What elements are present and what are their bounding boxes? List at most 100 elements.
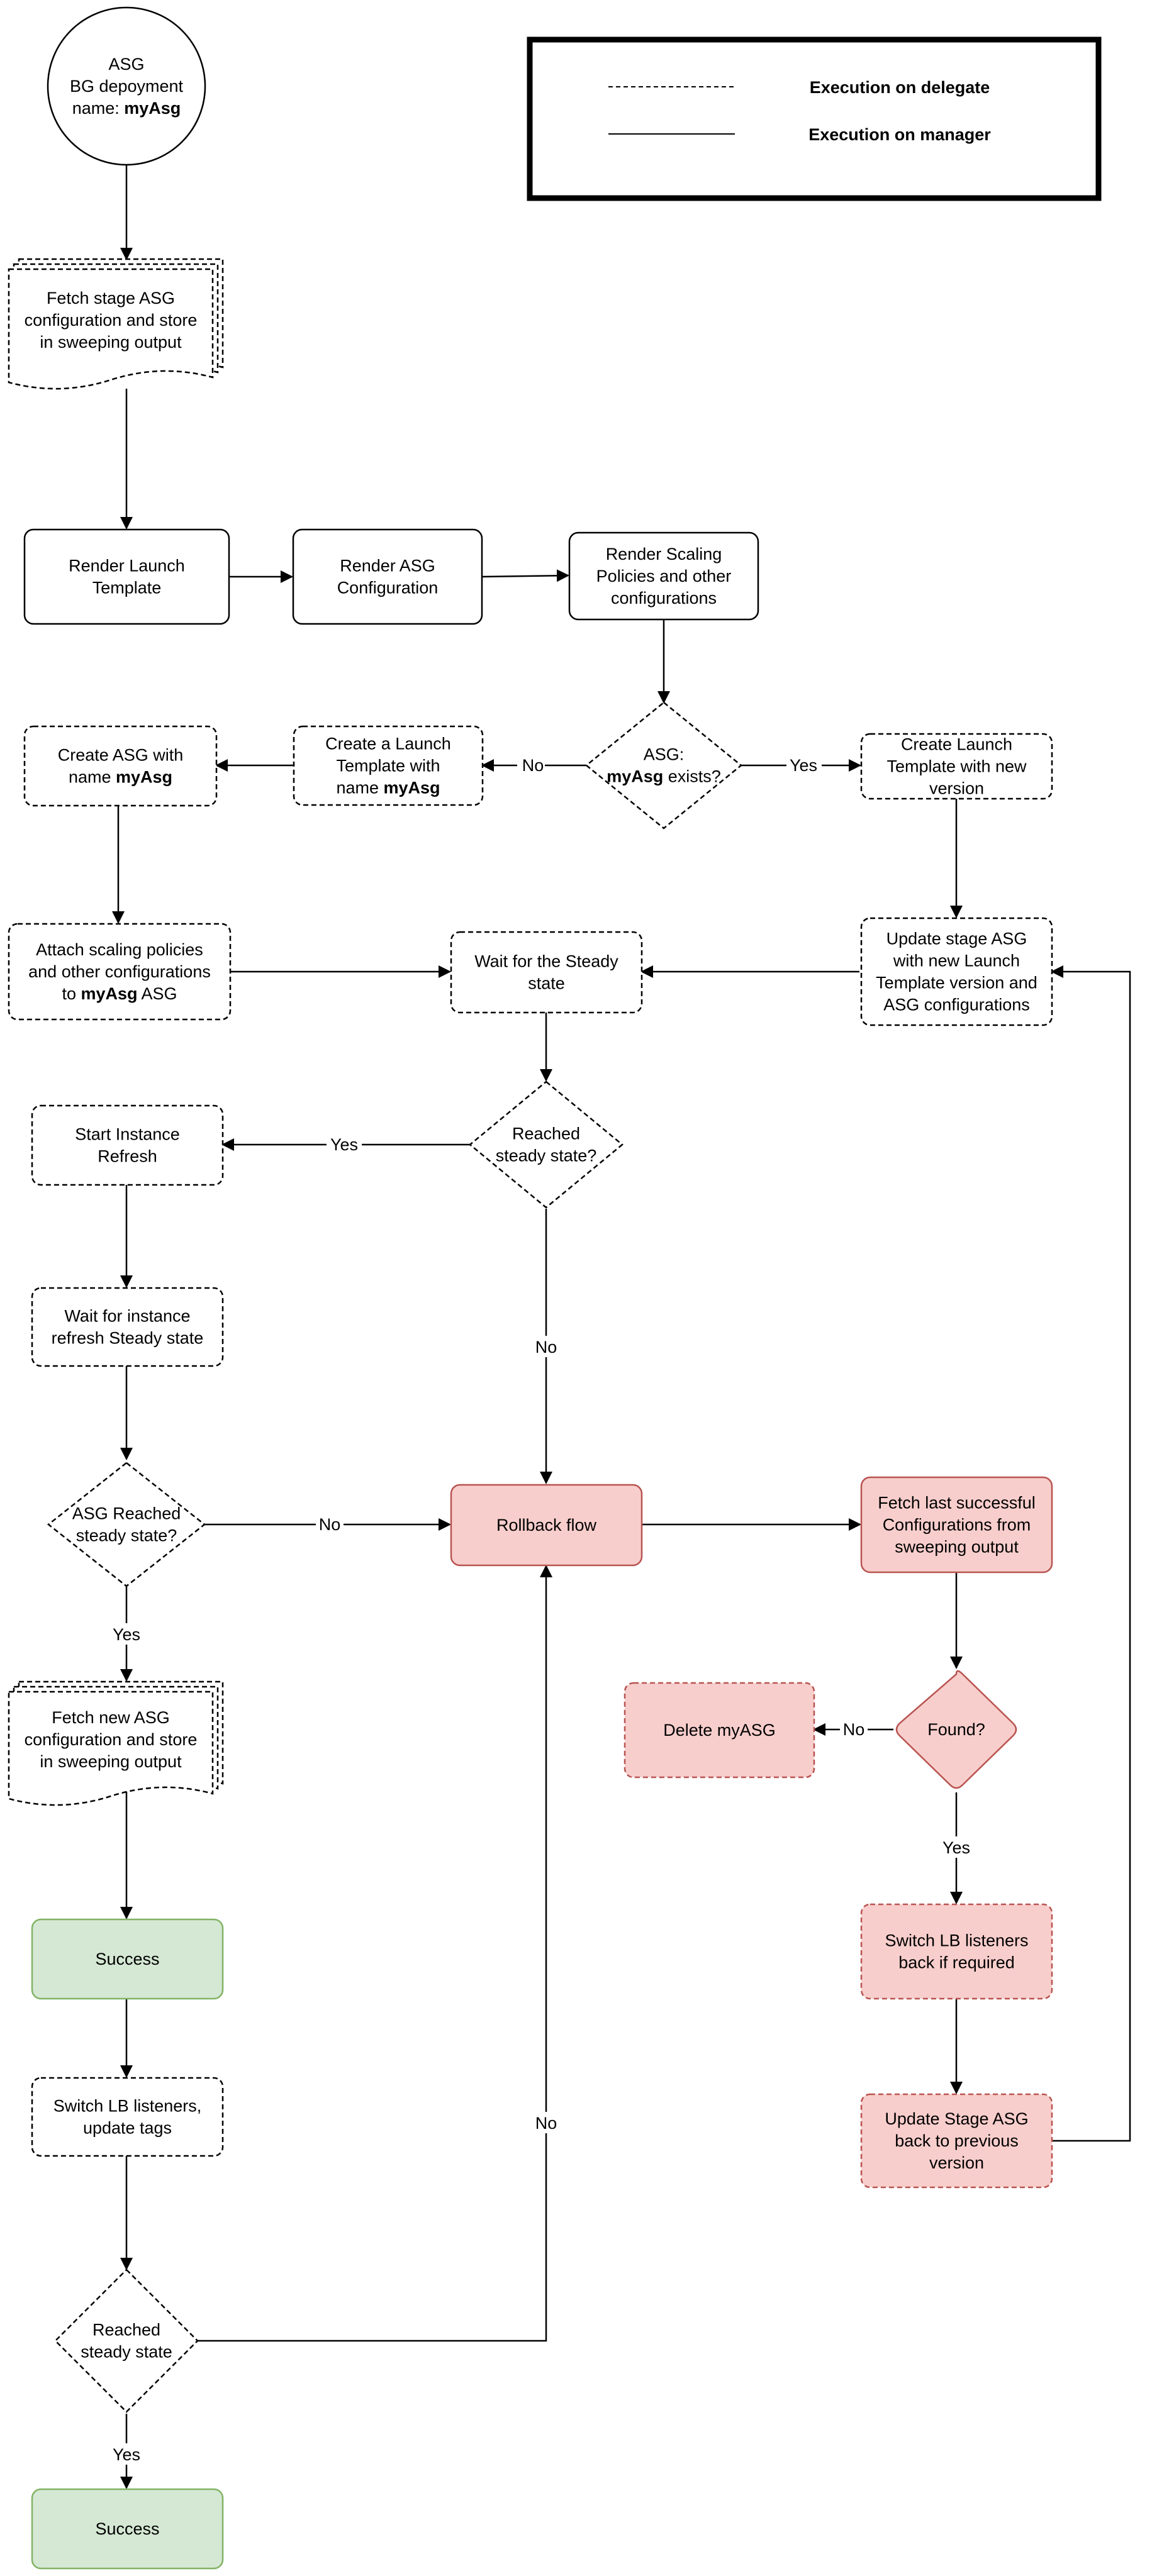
- node-shape: [585, 701, 742, 830]
- node-label-line: ASG: [108, 55, 144, 74]
- edge-updateprev-update: [1051, 965, 1131, 2142]
- node-shape: [469, 1080, 624, 1209]
- legend-solid-label: Execution on manager: [808, 125, 991, 144]
- edge-renderasg-scaling: [481, 569, 569, 582]
- edge-label-steady2-no: No: [535, 2114, 557, 2133]
- node-label-line: Found?: [927, 1720, 985, 1739]
- edge-label-steady2-yes: Yes: [113, 2445, 140, 2464]
- node-found: Found?: [895, 1670, 1017, 1789]
- node-rollback: Rollback flow: [450, 1484, 643, 1567]
- node-label-line: Policies and other: [596, 567, 732, 586]
- node-label-line: Render ASG: [340, 557, 435, 575]
- node-label-line: and other configurations: [28, 962, 211, 981]
- node-shape: [450, 931, 643, 1014]
- node-label-line: Start Instance: [75, 1125, 180, 1144]
- node-shape: [624, 1682, 815, 1779]
- node-wait-steady: Wait for the Steady state: [450, 931, 643, 1014]
- node-label-line: ASG Reached: [72, 1504, 181, 1523]
- node-shape: [293, 725, 484, 806]
- edge-steady2-rollback: [198, 1565, 552, 2342]
- node-label-line: name myAsg: [336, 779, 440, 797]
- node-shape: [450, 1484, 643, 1567]
- legend-box: [527, 36, 1102, 201]
- node-label-line: Success: [95, 1950, 159, 1968]
- node-label-line: configurations: [611, 589, 717, 608]
- node-label-line: Template: [92, 579, 162, 597]
- node-delete-asg: Delete myASG: [624, 1682, 815, 1779]
- node-success1: Success: [31, 1918, 224, 2000]
- node-label-line: Delete myASG: [663, 1721, 776, 1740]
- node-shape: [31, 2488, 224, 2570]
- node-label-line: Attach scaling policies: [36, 940, 203, 959]
- node-label-line: Wait for the Steady: [474, 952, 618, 971]
- node-label-line: Reached: [512, 1124, 580, 1143]
- node-label-line: update tags: [83, 2119, 172, 2138]
- node-label-line: Configurations from: [883, 1516, 1031, 1535]
- node-label-line: to myAsg ASG: [62, 984, 177, 1003]
- node-label-line: sweeping output: [895, 1538, 1019, 1557]
- node-label-line: state: [528, 974, 565, 993]
- node-label-line: ASG configurations: [883, 996, 1030, 1014]
- node-shape: [860, 1476, 1053, 1574]
- node-label-line: Template with new: [886, 757, 1027, 776]
- node-shape: [860, 917, 1053, 1026]
- node-label-line: Update Stage ASG: [885, 2109, 1028, 2128]
- node-success2: Success: [31, 2488, 224, 2570]
- edge-label-exists-yes: Yes: [790, 756, 817, 775]
- node-label-line: Render Scaling: [606, 545, 722, 564]
- edge-label-steady1-no: No: [535, 1338, 557, 1357]
- node-shape: [860, 733, 1053, 800]
- node-label-line: Update stage ASG: [886, 930, 1027, 948]
- node-label-line: Fetch stage ASG: [47, 289, 175, 308]
- node-label-line: Create a Launch: [325, 735, 451, 753]
- node-label-line: configuration and store: [25, 311, 198, 330]
- node-label-line: in sweeping output: [40, 333, 182, 352]
- node-reached-steady1: Reached steady state?: [469, 1080, 624, 1209]
- edge-labels: No Yes Yes No No Yes No Yes No Yes: [109, 754, 974, 2465]
- node-update-prev: Update Stage ASG back to previous version: [860, 2093, 1053, 2189]
- node-shape: [31, 2077, 224, 2157]
- node-label-line: version: [929, 779, 984, 798]
- node-label-line: refresh Steady state: [52, 1329, 204, 1348]
- node-label-line: myAsg exists?: [607, 767, 721, 786]
- node-label-line: name: myAsg: [72, 99, 181, 118]
- node-shape: [31, 1287, 224, 1367]
- node-fetch-stage: Fetch stage ASG configuration and store in…: [8, 258, 224, 390]
- node-label-line: Switch LB listeners: [885, 1931, 1028, 1950]
- node-label-line: Configuration: [337, 579, 439, 597]
- node-label-line: steady state?: [496, 1146, 597, 1165]
- node-label-line: Fetch new ASG: [52, 1708, 170, 1727]
- node-label-line: version: [929, 2153, 984, 2172]
- edge-label-found-yes: Yes: [942, 1838, 970, 1857]
- node-shape: [8, 1690, 214, 1806]
- node-label-line: Switch LB listeners,: [53, 2097, 202, 2116]
- node-label-line: back to previous: [895, 2131, 1019, 2150]
- node-label-line: Refresh: [98, 1147, 157, 1166]
- node-shape: [895, 1670, 1017, 1789]
- node-wait-refresh: Wait for instance refresh Steady state: [31, 1287, 224, 1367]
- legend-dashed-label: Execution on delegate: [810, 78, 990, 97]
- node-label-line: ASG:: [644, 745, 685, 764]
- node-render-asg: Render ASG Configuration: [292, 528, 483, 625]
- node-shape: [31, 1918, 224, 2000]
- edge-label-found-no: No: [843, 1720, 865, 1739]
- edge-label-asgreached-no: No: [319, 1515, 341, 1534]
- node-shape: [31, 1104, 224, 1186]
- node-label-line: Rollback flow: [496, 1516, 597, 1535]
- node-attach-policies: Attach scaling policies and other configu…: [8, 923, 232, 1021]
- node-label-line: with new Launch: [893, 952, 1020, 970]
- node-label-line: Wait for instance: [64, 1307, 190, 1326]
- node-shape: [292, 528, 483, 625]
